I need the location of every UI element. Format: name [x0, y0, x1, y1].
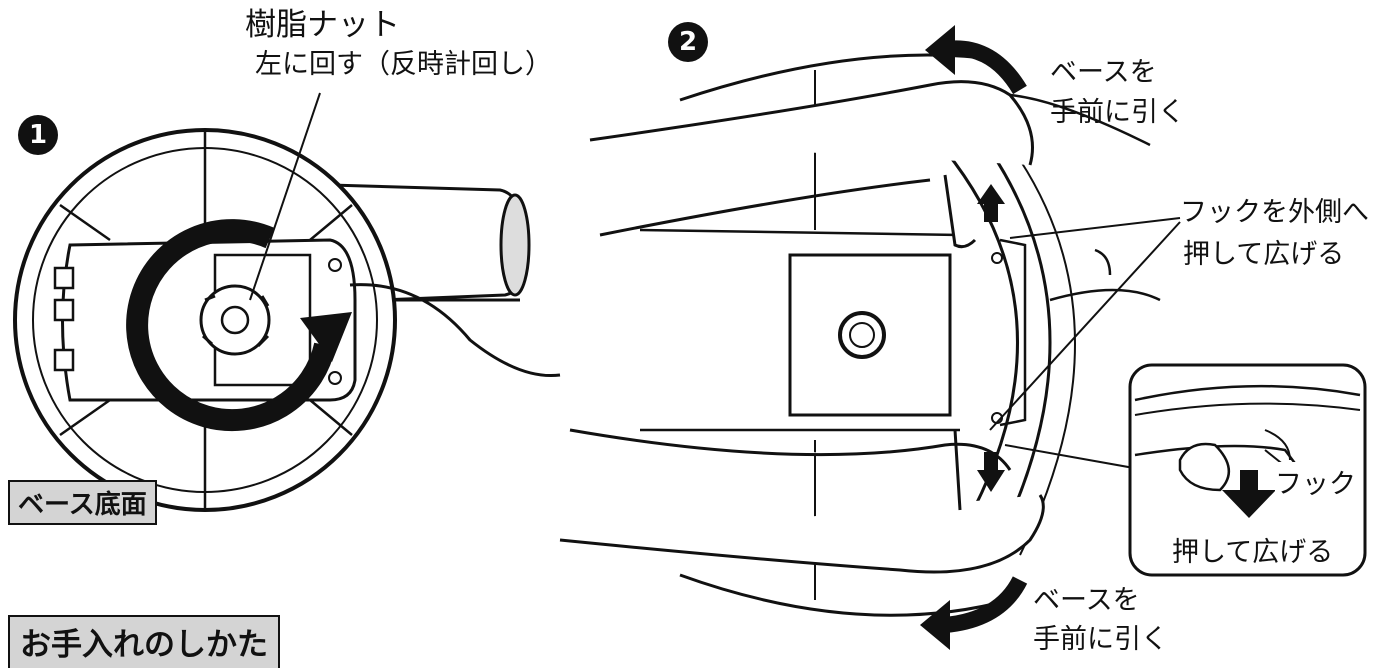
inset-push-down-arrow-icon — [1222, 470, 1276, 518]
nut-leader-line — [249, 92, 321, 301]
resin-nut-label: 樹脂ナット — [245, 7, 400, 43]
hook-down-arrow-icon — [977, 452, 1005, 492]
section-title: お手入れのしかた — [8, 615, 280, 668]
hook-leader-lines — [989, 217, 1181, 471]
counterclockwise-arrow-icon — [126, 219, 352, 432]
pull-bottom-label-line2: 手前に引く — [1033, 624, 1168, 655]
base-removal-illustration — [559, 53, 1161, 617]
base-bottom-label: ベース底面 — [8, 480, 157, 525]
pull-down-arrow-icon — [920, 576, 1028, 650]
hook-instruction-line2: 押して広げる — [1183, 239, 1345, 270]
step-number-1: 1 — [18, 115, 58, 155]
hook-detail-inset — [1128, 363, 1367, 577]
hook-instruction-line1: フックを外側へ — [1180, 197, 1369, 228]
pull-top-label-line1: ベースを — [1050, 57, 1157, 88]
pull-up-arrow-icon — [925, 25, 1027, 95]
hook-up-arrow-icon — [977, 184, 1005, 222]
step-number-2: 2 — [668, 22, 708, 62]
inset-hook-label: フック — [1275, 462, 1356, 501]
nut-instruction-label: 左に回す（反時計回し） — [255, 49, 552, 80]
pull-top-label-line2: 手前に引く — [1050, 97, 1185, 128]
inset-push-label: 押して広げる — [1172, 537, 1334, 568]
pull-bottom-label-line1: ベースを — [1033, 585, 1140, 616]
